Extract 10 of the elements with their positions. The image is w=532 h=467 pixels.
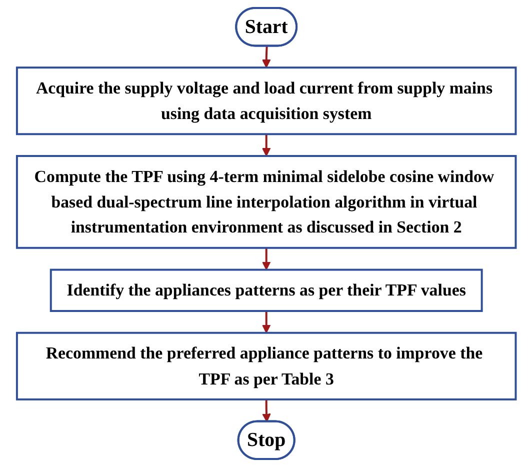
- node-box: [16, 66, 516, 136]
- node-box: [50, 268, 482, 312]
- arrow: [262, 46, 270, 68]
- arrow: [262, 134, 270, 156]
- node-box: [16, 155, 516, 249]
- flowchart-drawing: Start Acquire the supply voltage and load current from supply mains using data acquisition system Compute the TPF using 4-term minimal sidelobe cosine window based dual-spectrum line interpolation algorithm in virtual instrumentation environment as discussed in Section 2 Identify the appliances patterns as per their TPF values Recommend the preferred appliance patterns to improve the TPF as per Table 3 Stop: [8, 0, 524, 467]
- arrow: [262, 311, 270, 334]
- arrow: [262, 399, 271, 422]
- arrow: [262, 248, 270, 270]
- node-box: [16, 332, 516, 400]
